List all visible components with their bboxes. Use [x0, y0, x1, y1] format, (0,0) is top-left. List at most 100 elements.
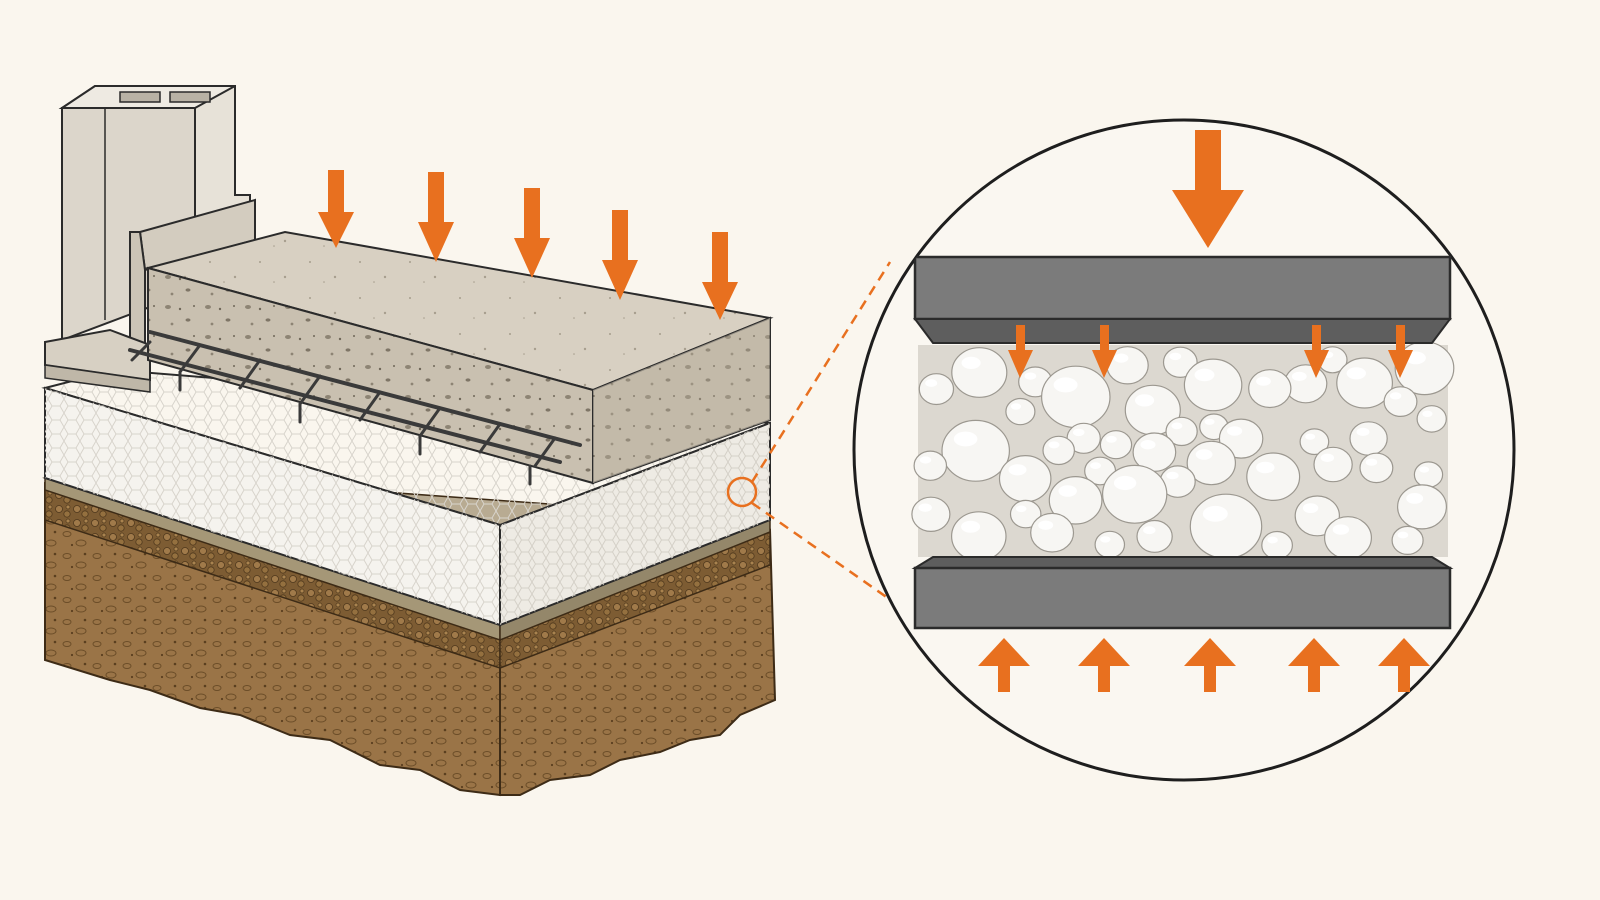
detail-bottom-arrows — [978, 638, 1430, 692]
eps-bead-highlight — [1140, 440, 1156, 450]
load-arrow-icon — [1172, 130, 1244, 248]
eps-bead-highlight — [1072, 428, 1085, 437]
eps-bead — [1005, 397, 1036, 426]
foundation-assembly — [41, 85, 777, 797]
rebar-mesh — [128, 330, 582, 486]
eps-bead — [1101, 464, 1168, 524]
magnifier-callout-icon — [726, 476, 758, 508]
eps-bead — [1189, 493, 1263, 559]
eps-bead-highlight — [1114, 353, 1129, 363]
eps-bead-highlight — [1135, 394, 1155, 407]
eps-bead — [911, 496, 951, 532]
eps-bead-cluster — [911, 341, 1455, 562]
eps-bead — [1041, 365, 1111, 429]
eps-bead — [1136, 519, 1173, 553]
eps-bead — [918, 373, 955, 406]
load-arrow-icon — [1078, 638, 1130, 692]
callout-leader-lines — [750, 261, 906, 612]
detail-top-arrows — [1008, 325, 1413, 378]
eps-bead — [1416, 405, 1447, 433]
load-arrow-icon — [514, 188, 550, 278]
eps-bead-highlight — [1053, 377, 1078, 393]
load-arrow-icon — [418, 172, 454, 262]
eps-bead-highlight — [1256, 461, 1275, 474]
eps-bead — [1183, 358, 1243, 412]
eps-bead-highlight — [1024, 372, 1037, 380]
eps-bead-highlight — [961, 356, 981, 369]
eps-bead-highlight — [1038, 520, 1054, 530]
eps-bead-highlight — [1422, 410, 1433, 417]
eps-bead — [1391, 525, 1424, 556]
eps-bead — [913, 450, 948, 481]
eps-bead-highlight — [1267, 536, 1278, 544]
eps-bead-highlight — [1143, 526, 1156, 535]
eps-bead-highlight — [1171, 422, 1183, 430]
eps-bead-highlight — [1058, 485, 1077, 497]
load-arrow-icon — [602, 210, 638, 300]
eps-bead-highlight — [1397, 531, 1409, 539]
eps-bead-highlight — [1291, 371, 1307, 381]
load-arrow-icon — [702, 232, 738, 320]
load-arrow-icon — [1184, 638, 1236, 692]
load-arrow-icon — [978, 638, 1030, 692]
eps-bead-highlight — [1202, 505, 1228, 522]
eps-bead-highlight — [1113, 475, 1137, 491]
magnified-detail-view — [852, 118, 1516, 782]
eps-bead-highlight — [1406, 493, 1424, 504]
eps-bead-highlight — [1010, 403, 1022, 410]
eps-bead — [998, 455, 1052, 503]
eps-bead — [1413, 461, 1444, 488]
eps-bead-highlight — [919, 456, 932, 464]
eps-bead — [1099, 430, 1133, 460]
load-arrow-icon — [1092, 325, 1117, 378]
eps-bead-highlight — [1227, 426, 1243, 436]
eps-bead — [1349, 421, 1388, 456]
slab-load-arrows — [318, 170, 738, 320]
eps-bead-highlight — [1090, 462, 1101, 469]
eps-bead — [1261, 530, 1293, 560]
eps-bead-highlight — [1419, 466, 1430, 473]
eps-bead-highlight — [1204, 418, 1215, 425]
eps-bead-highlight — [1256, 376, 1271, 386]
eps-bead — [1313, 446, 1353, 483]
eps-bead-highlight — [1346, 367, 1367, 380]
eps-bead — [1396, 484, 1447, 530]
eps-bead-highlight — [1166, 471, 1179, 480]
eps-bead — [1094, 530, 1126, 559]
eps-bead-highlight — [1194, 368, 1215, 382]
load-arrow-icon — [1288, 638, 1340, 692]
load-arrow-icon — [1378, 638, 1430, 692]
eps-bead-highlight — [1015, 505, 1027, 513]
eps-bead-highlight — [918, 503, 932, 512]
eps-bead-highlight — [1356, 427, 1370, 436]
load-arrow-icon — [1008, 325, 1033, 378]
eps-bead — [941, 419, 1011, 482]
load-arrow-icon — [1388, 325, 1413, 378]
eps-bead-highlight — [1365, 458, 1378, 466]
eps-bead-highlight — [953, 431, 978, 447]
eps-bead-highlight — [1100, 536, 1111, 543]
eps-bead-highlight — [925, 379, 938, 387]
load-arrow-icon — [1304, 325, 1329, 378]
concrete-slab — [144, 230, 774, 485]
eps-bead-highlight — [1169, 352, 1182, 361]
eps-bead-highlight — [961, 520, 981, 533]
eps-bead-highlight — [1008, 464, 1027, 476]
eps-bead-highlight — [1048, 441, 1060, 449]
eps-bead-highlight — [1302, 503, 1319, 513]
eps-bead-highlight — [1332, 524, 1350, 535]
eps-bead — [950, 511, 1007, 562]
wall-block — [44, 85, 256, 393]
eps-bead — [1283, 364, 1328, 404]
bottom-compression-plate — [911, 556, 1454, 630]
eps-bead — [951, 347, 1008, 398]
top-compression-plate — [913, 255, 1452, 344]
eps-bead — [1359, 452, 1394, 484]
eps-bead-highlight — [1195, 449, 1213, 460]
eps-bead — [1246, 452, 1301, 502]
eps-bead — [1323, 516, 1372, 560]
eps-bead-highlight — [1389, 392, 1402, 400]
eps-bead — [1383, 386, 1418, 418]
